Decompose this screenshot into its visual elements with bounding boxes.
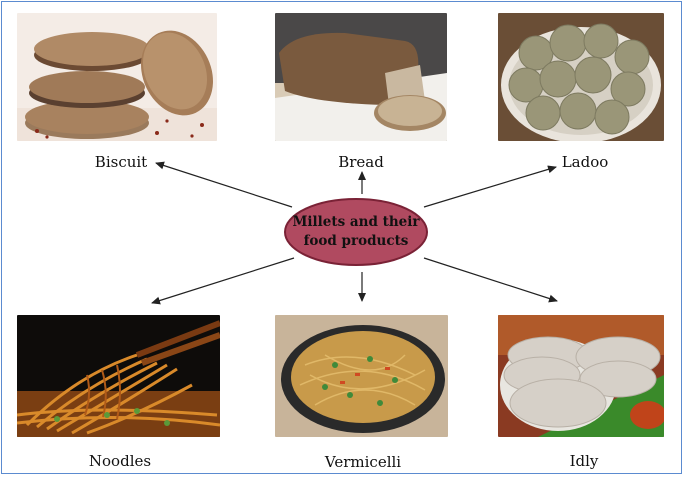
label-vermicelli: Vermicelli bbox=[324, 453, 402, 471]
center-node: Millets and their food products bbox=[282, 196, 430, 268]
label-bread: Bread bbox=[338, 153, 384, 171]
idly-image bbox=[498, 315, 664, 437]
vermicelli-image bbox=[275, 315, 448, 437]
ladoo-image bbox=[498, 13, 664, 141]
label-biscuit: Biscuit bbox=[94, 153, 148, 171]
noodles-image bbox=[17, 315, 220, 437]
biscuit-image bbox=[17, 13, 217, 141]
label-idly: Idly bbox=[569, 452, 599, 470]
center-label-line1: Millets and their bbox=[292, 214, 420, 230]
bread-image bbox=[275, 13, 447, 141]
label-ladoo: Ladoo bbox=[561, 153, 609, 171]
label-noodles: Noodles bbox=[88, 452, 152, 470]
center-ellipse bbox=[284, 198, 428, 266]
center-label-line2: food products bbox=[303, 233, 409, 249]
